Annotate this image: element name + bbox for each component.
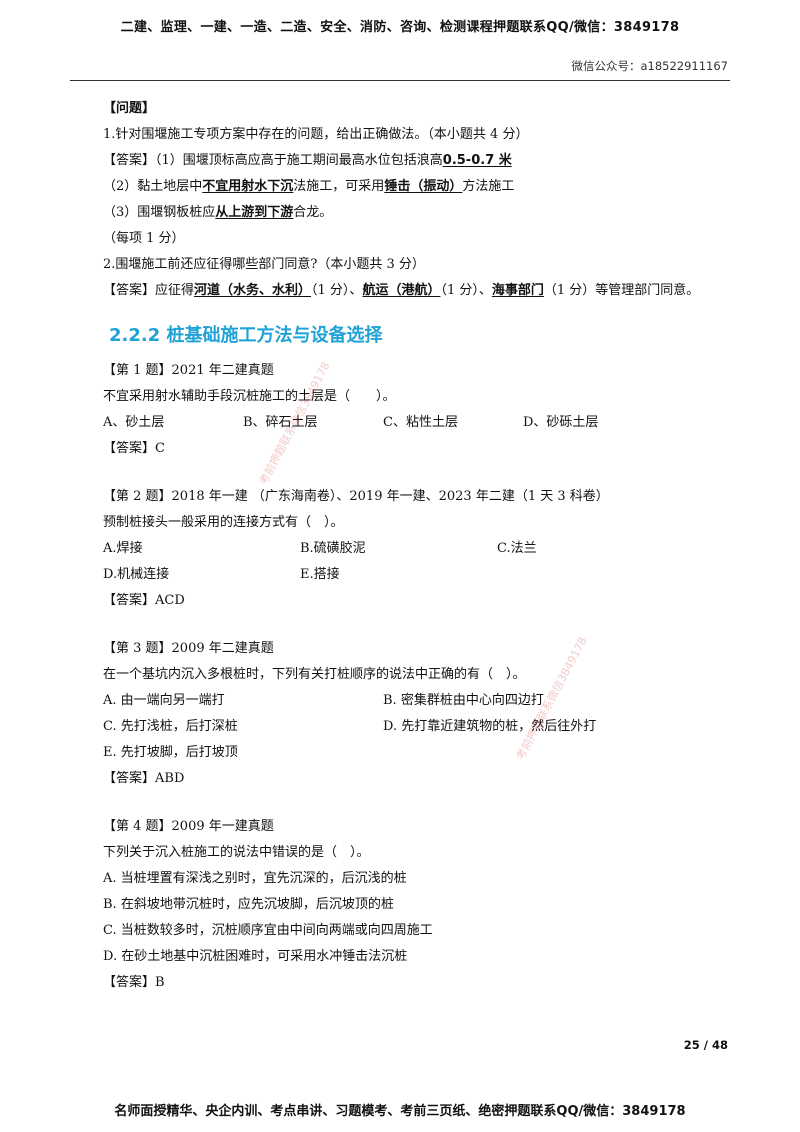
option: B. 密集群桩由中心向四边打 [383,693,544,708]
exam-answer: 【答案】ACD [103,593,185,608]
answer-2: 【答案】应征得河道（水务、水利）（1 分）、航运（港航）（1 分）、海事部门（1… [103,278,733,304]
exam-question-stem: 下列关于沉入桩施工的说法中错误的是（ ）。 [103,845,370,860]
question-heading: 【问题】 [103,101,156,116]
page-number: 25 / 48 [683,1038,728,1052]
option: E.搭接 [300,567,340,582]
answer-key: 锤击（振动） [384,179,463,194]
option: C.法兰 [497,541,537,556]
question-2: 2.围堰施工前还应征得哪些部门同意?（本小题共 3 分） [103,257,425,272]
header-wechat-id: 微信公众号：a18522911167 [571,59,728,73]
answer-text: （1 分）、 [311,283,363,298]
option: D. 先打靠近建筑物的桩，然后往外打 [383,719,597,734]
exam-question-title: 【第 2 题】2018 年一建 （广东海南卷）、2019 年一建、2023 年二… [103,489,609,504]
answer-1-line-1: 【答案】（1）围堰顶标高应高于施工期间最高水位包括浪高0.5-0.7 米 [103,148,733,174]
exam-options-row: D.机械连接 E.搭接 [103,562,733,588]
answer-key: 不宜用射水下沉 [202,179,294,194]
answer-key: 河道（水务、水利） [194,283,312,298]
option: C、粘性土层 [383,415,458,430]
option: A. 由一端向另一端打 [103,693,225,708]
exam-answer: 【答案】B [103,975,165,990]
header-divider [70,80,730,81]
answer-text: （2）黏土地层中 [103,179,203,194]
option: B、碎石土层 [243,415,318,430]
exam-options-row: A. 由一端向另一端打 B. 密集群桩由中心向四边打 [103,688,733,714]
exam-question-title: 【第 4 题】2009 年一建真题 [103,819,274,834]
option: C. 当桩数较多时，沉桩顺序宜由中间向两端或向四周施工 [103,923,433,938]
answer-text: （1 分）等管理部门同意。 [543,283,700,298]
answer-text: 合龙。 [293,205,333,220]
exam-answer: 【答案】ABD [103,771,185,786]
answer-key: 海事部门 [491,283,544,298]
option: C. 先打浅桩，后打深桩 [103,719,238,734]
answer-key: 从上游到下游 [215,205,294,220]
answer-text: （1 分）、 [440,283,492,298]
option: A、砂土层 [103,415,165,430]
option: B. 在斜坡地带沉桩时，应先沉坡脚，后沉坡顶的桩 [103,897,394,912]
exam-question-stem: 预制桩接头一般采用的连接方式有（ ）。 [103,515,344,530]
answer-1-line-2: （2）黏土地层中不宜用射水下沉法施工，可采用锤击（振动）方法施工 [103,174,733,200]
exam-question-title: 【第 1 题】2021 年二建真题 [103,363,274,378]
exam-question-stem: 不宜采用射水辅助手段沉桩施工的土层是（ ）。 [103,389,396,404]
answer-text: 【答案】应征得 [103,283,195,298]
exam-options-row: A、砂土层 B、碎石土层 C、粘性土层 D、砂砾土层 [103,410,733,436]
option: A.焊接 [103,541,143,556]
footer-banner: 名师面授精华、央企内训、考点串讲、习题模考、考前三页纸、绝密押题联系QQ/微信：… [114,1104,686,1119]
option: A. 当桩埋置有深浅之别时，宜先沉深的，后沉浅的桩 [103,871,407,886]
score-note: （每项 1 分） [103,231,185,246]
answer-1-line-3: （3）围堰钢板桩应从上游到下游合龙。 [103,200,733,226]
option: E. 先打坡脚，后打坡顶 [103,745,238,760]
answer-text: 【答案】（1）围堰顶标高应高于施工期间最高水位包括浪高 [103,153,443,168]
exam-answer: 【答案】C [103,441,165,456]
option: D.机械连接 [103,567,170,582]
option: B.硫磺胶泥 [300,541,366,556]
option: D. 在砂土地基中沉桩困难时，可采用水冲锤击法沉桩 [103,949,408,964]
exam-question-stem: 在一个基坑内沉入多根桩时，下列有关打桩顺序的说法中正确的有（ ）。 [103,667,526,682]
answer-key: 0.5-0.7 米 [442,153,512,168]
question-1: 1.针对围堰施工专项方案中存在的问题，给出正确做法。（本小题共 4 分） [103,127,529,142]
section-title: 2.2.2 桩基础施工方法与设备选择 [109,325,383,346]
option: D、砂砾土层 [523,415,599,430]
answer-key: 航运（港航） [362,283,441,298]
header-banner: 二建、监理、一建、一造、二造、安全、消防、咨询、检测课程押题联系QQ/微信：38… [120,20,680,35]
page-content: 【问题】 1.针对围堰施工专项方案中存在的问题，给出正确做法。（本小题共 4 分… [103,96,733,996]
answer-text: 法施工，可采用 [293,179,385,194]
exam-options-row: C. 先打浅桩，后打深桩 D. 先打靠近建筑物的桩，然后往外打 [103,714,733,740]
exam-options-row: A.焊接 B.硫磺胶泥 C.法兰 [103,536,733,562]
answer-text: 方法施工 [462,179,515,194]
exam-question-title: 【第 3 题】2009 年二建真题 [103,641,274,656]
answer-text: （3）围堰钢板桩应 [103,205,216,220]
